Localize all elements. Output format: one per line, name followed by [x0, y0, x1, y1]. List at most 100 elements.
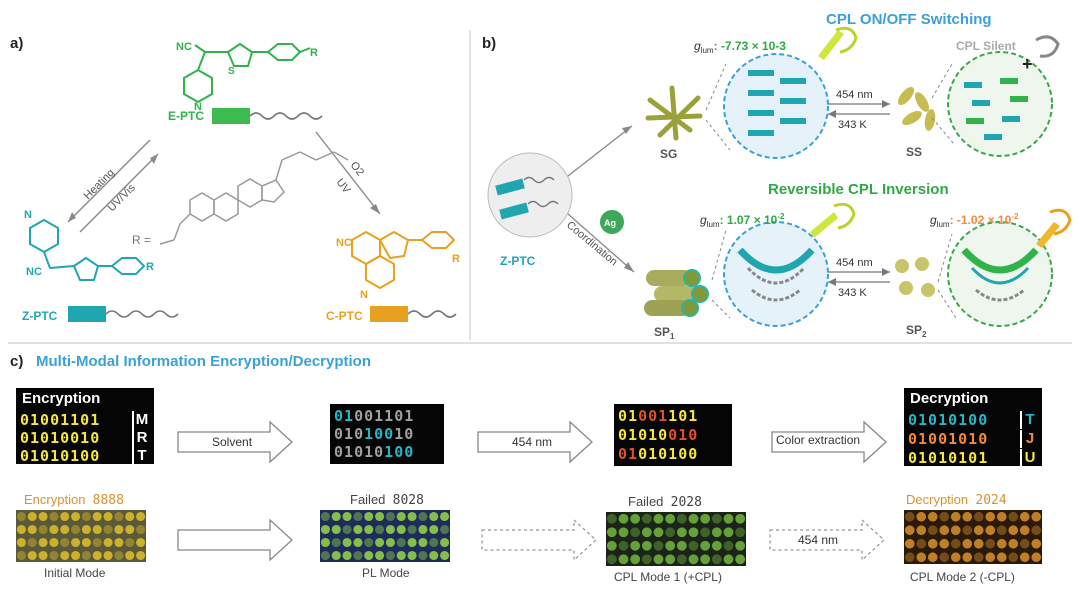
plate-well	[81, 524, 91, 535]
plate-well	[103, 511, 113, 522]
plate-well	[125, 550, 135, 561]
plate-well	[618, 513, 629, 524]
plate-well	[375, 511, 385, 522]
plate-well	[700, 540, 711, 551]
plate-well	[320, 537, 330, 548]
mid2-row: 01001101	[614, 406, 698, 426]
plate-well	[973, 552, 984, 563]
plate-well	[630, 527, 641, 538]
plate-well	[418, 550, 428, 561]
plate-well	[630, 554, 641, 565]
cpl-silent-label: CPL Silent	[956, 39, 1016, 53]
sg-cpl-beam	[818, 30, 844, 60]
plate-well	[711, 513, 722, 524]
plate-well	[665, 513, 676, 524]
plate-well	[939, 511, 950, 522]
photo-pl-mode	[320, 510, 450, 562]
cholesterol-r-group	[159, 151, 349, 245]
b-z-ptc-label: Z-PTC	[500, 254, 536, 268]
plate-well	[407, 511, 417, 522]
plate-well	[364, 550, 374, 561]
plate-well	[16, 511, 26, 522]
plate-well	[735, 554, 746, 565]
plate-well	[418, 524, 428, 535]
z-ptc-block	[68, 306, 106, 322]
plate-well	[27, 524, 37, 535]
panel-a-label: a)	[10, 35, 23, 52]
plate-well	[16, 524, 26, 535]
plate-well	[342, 511, 352, 522]
plate-well	[114, 524, 124, 535]
solvent-result-table: 01001101 01010010 01010100	[330, 404, 444, 464]
e-n-label: N	[194, 101, 202, 113]
plate-well	[688, 554, 699, 565]
plate-well	[904, 552, 915, 563]
plate-well	[320, 511, 330, 522]
plate-well	[1019, 552, 1030, 563]
sp1-cpl-beam	[810, 212, 838, 238]
plate-well	[38, 550, 48, 561]
plate-well	[1008, 538, 1019, 549]
plate-well	[49, 511, 59, 522]
plate-well	[904, 511, 915, 522]
plate-well	[92, 537, 102, 548]
plate-well	[1031, 538, 1042, 549]
photo-initial-mode	[16, 510, 146, 562]
plate-well	[60, 524, 70, 535]
c-r-label: R	[452, 253, 460, 265]
plate-well	[1008, 511, 1019, 522]
plate-well	[396, 537, 406, 548]
plate-well	[38, 537, 48, 548]
plate-well	[16, 550, 26, 561]
uv-label: UV	[334, 176, 353, 196]
plate-well	[81, 511, 91, 522]
plate-well	[16, 537, 26, 548]
plate-well	[320, 550, 330, 561]
silent-cross-icon: +	[1022, 54, 1033, 74]
plate-well	[927, 525, 938, 536]
solvent-arrow	[177, 420, 293, 464]
plate-well	[60, 511, 70, 522]
plate-well	[939, 525, 950, 536]
plate-well	[676, 527, 687, 538]
plate-well	[71, 550, 81, 561]
z-ptc-label: Z-PTC	[22, 309, 58, 323]
sp2-cpl-spiral-icon	[1049, 208, 1072, 236]
plate-well	[962, 525, 973, 536]
plate-well	[653, 527, 664, 538]
sg-arrow	[567, 125, 633, 177]
plate-well	[735, 527, 746, 538]
plate-well	[916, 511, 927, 522]
ag-ion-circle	[600, 210, 624, 234]
sg-zoom-circle	[723, 53, 829, 159]
photo-title-encryption: Encryption 8888	[24, 492, 124, 508]
plate-well	[985, 538, 996, 549]
bit-row-text: 01010010	[618, 426, 699, 444]
bottom-arrow-3-dotted	[769, 518, 885, 562]
plate-well	[950, 552, 961, 563]
photo-cpl-mode-2	[904, 510, 1042, 564]
cpl-switching-title: CPL ON/OFF Switching	[826, 11, 992, 28]
sp1-cpl-spiral-icon	[833, 202, 856, 230]
plate-well	[606, 540, 617, 551]
uv-o2-arrow	[315, 131, 381, 215]
mid1-row: 01001101	[330, 406, 414, 426]
sg-label: SG	[660, 147, 677, 161]
plate-well	[711, 554, 722, 565]
plate-well	[939, 538, 950, 549]
plate-well	[353, 537, 363, 548]
plate-well	[927, 511, 938, 522]
plate-well	[950, 525, 961, 536]
plate-well	[353, 524, 363, 535]
plate-well	[136, 511, 146, 522]
ss-zoom-circle	[947, 51, 1053, 157]
plate-well	[904, 538, 915, 549]
e-ptc-molecule	[183, 42, 311, 104]
e-ptc-tail	[249, 112, 323, 120]
plate-well	[735, 540, 746, 551]
cpl2-plate-wells	[904, 511, 1042, 563]
plate-well	[688, 527, 699, 538]
cpl-mode-2-label: CPL Mode 2 (-CPL)	[910, 570, 1015, 584]
plate-well	[353, 511, 363, 522]
